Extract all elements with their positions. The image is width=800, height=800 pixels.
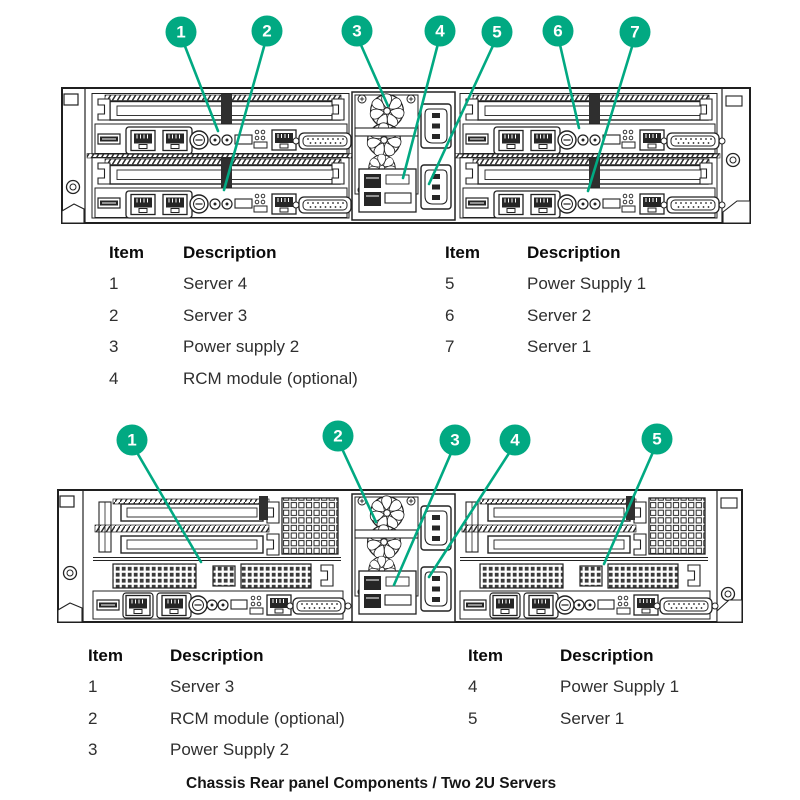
server-4-node-drawing (92, 94, 357, 155)
item-description: Server 2 (527, 305, 592, 325)
table-row: 4 RCM module (optional) (109, 363, 358, 395)
leader-lines (130, 34, 659, 587)
item-number: 5 (445, 274, 455, 294)
item-number: 2 (109, 305, 119, 325)
figure-caption: Chassis Rear panel Components / Two 2U S… (186, 775, 557, 792)
table-row: 2 RCM module (optional) (88, 703, 345, 735)
table-row: 5 Server 1 (468, 703, 679, 735)
table-row: 3 Power supply 2 (109, 332, 358, 364)
callout-top-4: 4 (424, 15, 456, 47)
leader-line-top-7 (586, 35, 637, 193)
item-table-top-left: Item Description 1 Server 4 2 Server 3 3… (109, 237, 358, 395)
item-table-bottom-right: Item Description 4 Power Supply 1 5 Serv… (468, 640, 679, 735)
table-header-row: Item Description (468, 640, 679, 672)
thumbscrew-icon (65, 179, 81, 195)
item-number: 6 (445, 305, 455, 325)
item-description: Power Supply 1 (560, 677, 680, 697)
leader-line-top-1 (179, 34, 220, 133)
thumbscrew-icon (720, 586, 736, 602)
header-item: Item (445, 242, 480, 262)
item-description: Server 3 (170, 677, 235, 697)
leader-line-top-5 (427, 35, 499, 186)
callout-bottom-5: 5 (641, 423, 673, 455)
power-supply-bay-drawing (352, 92, 455, 220)
power-supply-bay-drawing (352, 494, 455, 622)
leader-line-top-2 (222, 34, 269, 192)
item-description: RCM module (optional) (183, 368, 358, 388)
item-description: Server 1 (560, 708, 625, 728)
leader-line-bottom-2 (336, 438, 378, 524)
callout-bottom-1: 1 (116, 424, 148, 456)
top-chassis-drawing (61, 87, 751, 224)
callout-top-6: 6 (542, 15, 574, 47)
leader-line-top-6 (556, 34, 581, 130)
table-header-row: Item Description (88, 640, 345, 672)
thumbscrew-icon (725, 152, 741, 168)
callout-top-5: 5 (481, 16, 513, 48)
table-header-row: Item Description (109, 237, 358, 269)
header-description: Description (527, 242, 621, 262)
table-row: 1 Server 4 (109, 269, 358, 301)
item-description: Server 1 (527, 337, 592, 357)
thumbscrew-icon (62, 565, 78, 581)
item-number: 1 (109, 274, 119, 294)
callout-bottom-4: 4 (499, 424, 531, 456)
header-item: Item (88, 645, 123, 665)
table-row: 2 Server 3 (109, 300, 358, 332)
item-description: Server 4 (183, 274, 248, 294)
server-1-node-drawing (460, 158, 725, 219)
callout-bottom-2: 2 (322, 420, 354, 452)
item-description: Server 3 (183, 305, 248, 325)
table-row: 4 Power Supply 1 (468, 672, 679, 704)
table-row: 1 Server 3 (88, 672, 345, 704)
item-description: Power Supply 2 (170, 740, 290, 760)
item-description: Power Supply 1 (527, 274, 647, 294)
table-row: 7 Server 1 (445, 332, 646, 364)
item-table-top-right: Item Description 5 Power Supply 1 6 Serv… (445, 237, 646, 363)
callout-top-7: 7 (619, 16, 651, 48)
item-number: 4 (109, 368, 119, 388)
leader-line-bottom-4 (427, 442, 517, 579)
header-description: Description (170, 645, 264, 665)
table-row: 6 Server 2 (445, 300, 646, 332)
callout-top-2: 2 (251, 15, 283, 47)
item-number: 7 (445, 337, 455, 357)
item-number: 4 (468, 677, 478, 697)
header-item: Item (109, 242, 144, 262)
leader-line-bottom-1 (130, 442, 203, 564)
callout-top-1: 1 (165, 16, 197, 48)
leader-line-bottom-5 (602, 441, 659, 566)
leader-line-top-4 (401, 34, 442, 180)
item-number: 3 (109, 337, 119, 357)
header-description: Description (183, 242, 277, 262)
server-2-node-drawing (460, 94, 725, 155)
table-row: 5 Power Supply 1 (445, 269, 646, 301)
callout-bottom-3: 3 (439, 424, 471, 456)
item-number: 1 (88, 677, 98, 697)
table-row: 3 Power Supply 2 (88, 735, 345, 767)
table-header-row: Item Description (445, 237, 646, 269)
leader-line-bottom-3 (392, 442, 457, 587)
item-table-bottom-left: Item Description 1 Server 3 2 RCM module… (88, 640, 345, 766)
item-number: 2 (88, 708, 98, 728)
server-1-node-drawing (460, 496, 718, 619)
leader-line-top-3 (355, 34, 390, 108)
item-description: RCM module (optional) (170, 708, 345, 728)
callout-top-3: 3 (341, 15, 373, 47)
item-number: 3 (88, 740, 98, 760)
item-description: Power supply 2 (183, 337, 300, 357)
bottom-chassis-drawing (57, 489, 743, 623)
item-number: 5 (468, 708, 478, 728)
server-3-node-drawing (93, 496, 351, 619)
header-description: Description (560, 645, 654, 665)
header-item: Item (468, 645, 503, 665)
